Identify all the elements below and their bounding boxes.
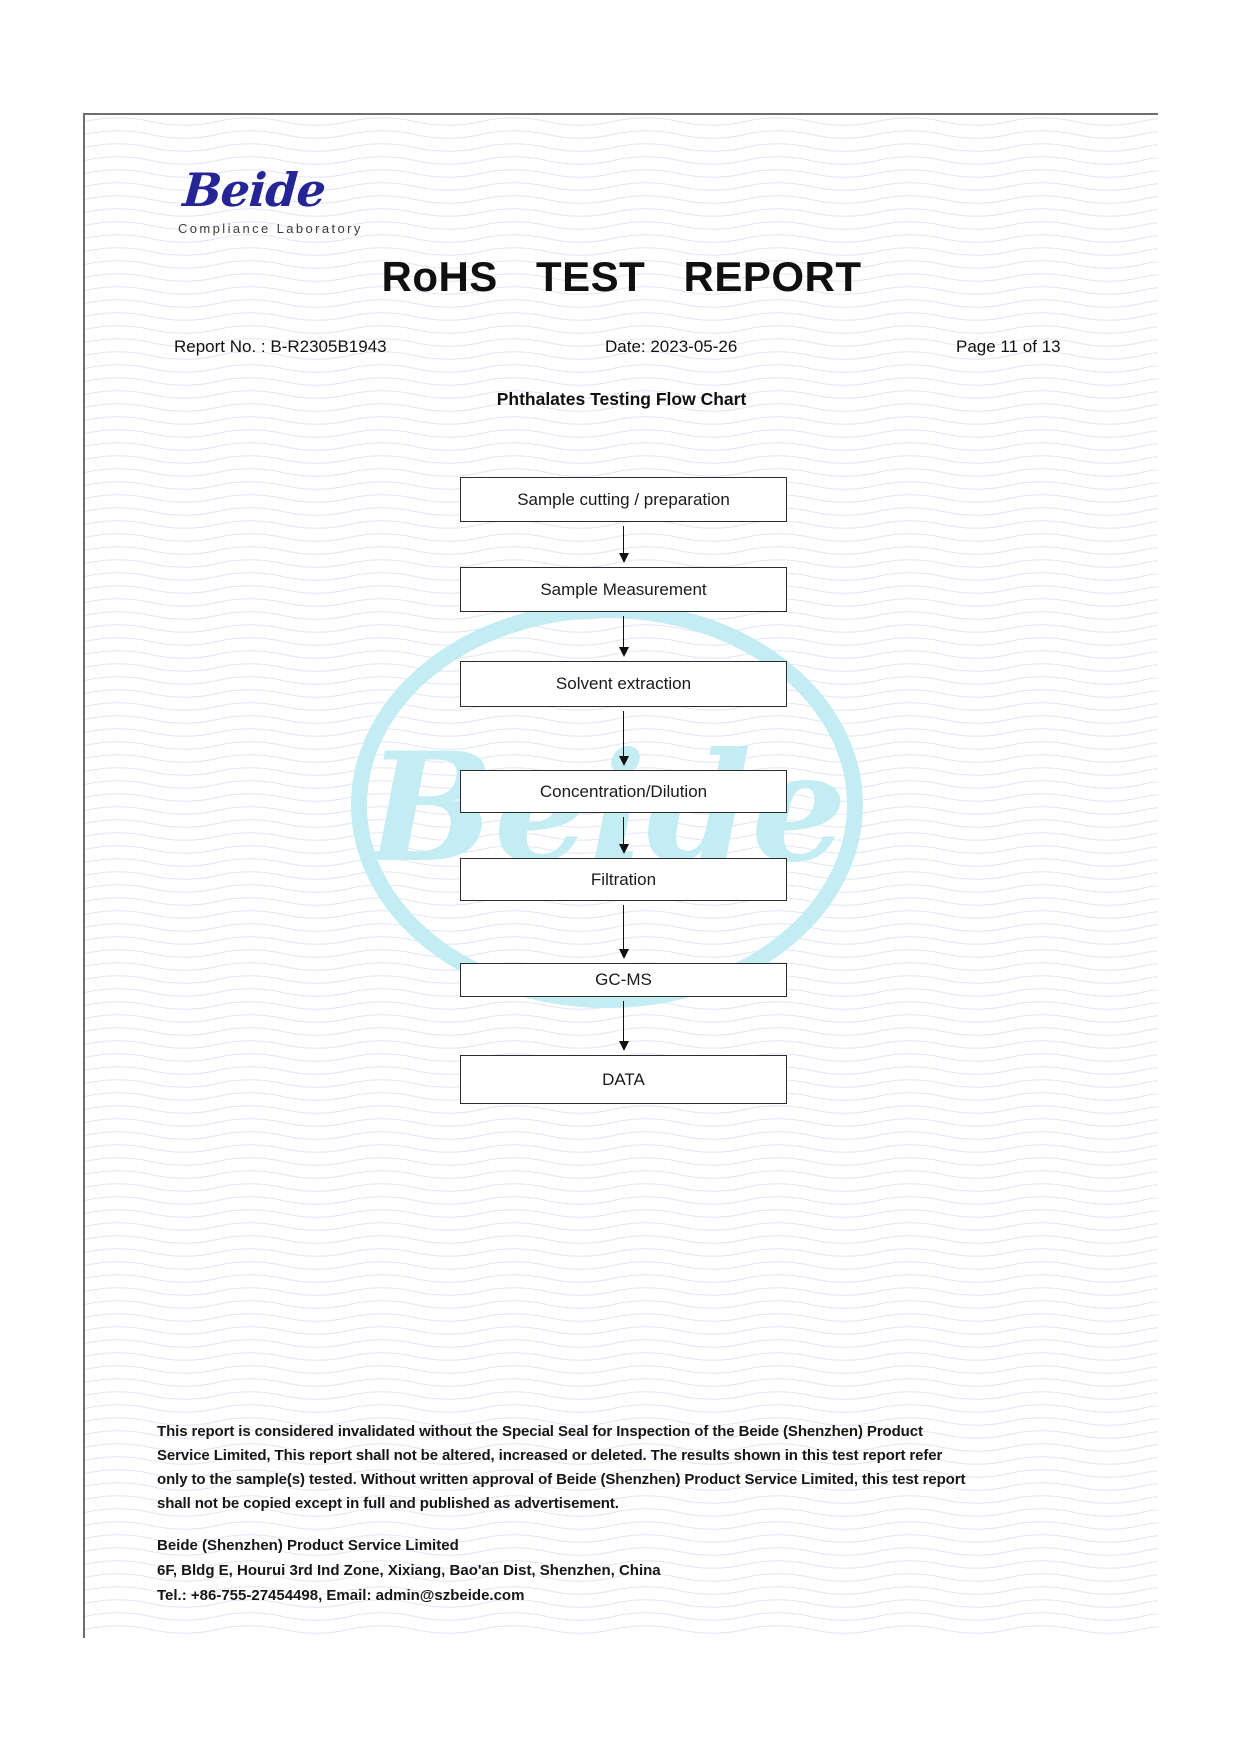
page-indicator: Page 11 of 13 <box>956 337 1061 356</box>
arrow-shaft <box>622 711 625 756</box>
flow-arrow <box>460 616 787 657</box>
flow-step-box: Solvent extraction <box>460 661 787 707</box>
arrow-head-icon <box>618 553 629 563</box>
flow-step-box: DATA <box>460 1055 787 1104</box>
flow-step-box: Filtration <box>460 858 787 901</box>
arrow-shaft <box>622 616 625 647</box>
report-title: RoHS TEST REPORT <box>381 253 862 300</box>
company-name: Beide (Shenzhen) Product Service Limited <box>157 1537 459 1554</box>
arrow-shaft <box>622 526 625 553</box>
report-meta-row: Report No. : B-R2305B1943 Date: 2023-05-… <box>85 337 1158 361</box>
flow-step-box: Sample Measurement <box>460 567 787 612</box>
arrow-shaft <box>622 817 625 844</box>
flow-arrow <box>460 817 787 854</box>
flow-step-box: GC-MS <box>460 963 787 997</box>
arrow-head-icon <box>618 756 629 766</box>
arrow-shaft <box>622 1001 625 1041</box>
arrow-head-icon <box>618 844 629 854</box>
arrow-head-icon <box>618 1041 629 1051</box>
company-contact: Tel.: +86-755-27454498, Email: admin@szb… <box>157 1587 525 1604</box>
beide-logo: Beide <box>181 163 327 217</box>
arrow-shaft <box>622 905 625 949</box>
arrow-head-icon <box>618 949 629 959</box>
document-sheet: Beide Beide Compliance Laboratory RoHS T… <box>83 113 1158 1638</box>
report-date: Date: 2023-05-26 <box>605 337 738 356</box>
report-number: Report No. : B-R2305B1943 <box>174 337 387 356</box>
flow-step-box: Sample cutting / preparation <box>460 477 787 522</box>
flow-arrow <box>460 905 787 959</box>
company-info: Beide (Shenzhen) Product Service Limited… <box>157 1533 661 1608</box>
flow-arrow <box>460 711 787 766</box>
logo-tagline: Compliance Laboratory <box>178 221 363 236</box>
disclaimer-text: This report is considered invalidated wi… <box>157 1423 966 1512</box>
flow-arrow <box>460 1001 787 1051</box>
flow-step-box: Concentration/Dilution <box>460 770 787 813</box>
flow-arrow <box>460 526 787 563</box>
company-address: 6F, Bldg E, Hourui 3rd Ind Zone, Xixiang… <box>157 1562 661 1579</box>
flowchart-heading: Phthalates Testing Flow Chart <box>496 389 747 409</box>
arrow-head-icon <box>618 647 629 657</box>
